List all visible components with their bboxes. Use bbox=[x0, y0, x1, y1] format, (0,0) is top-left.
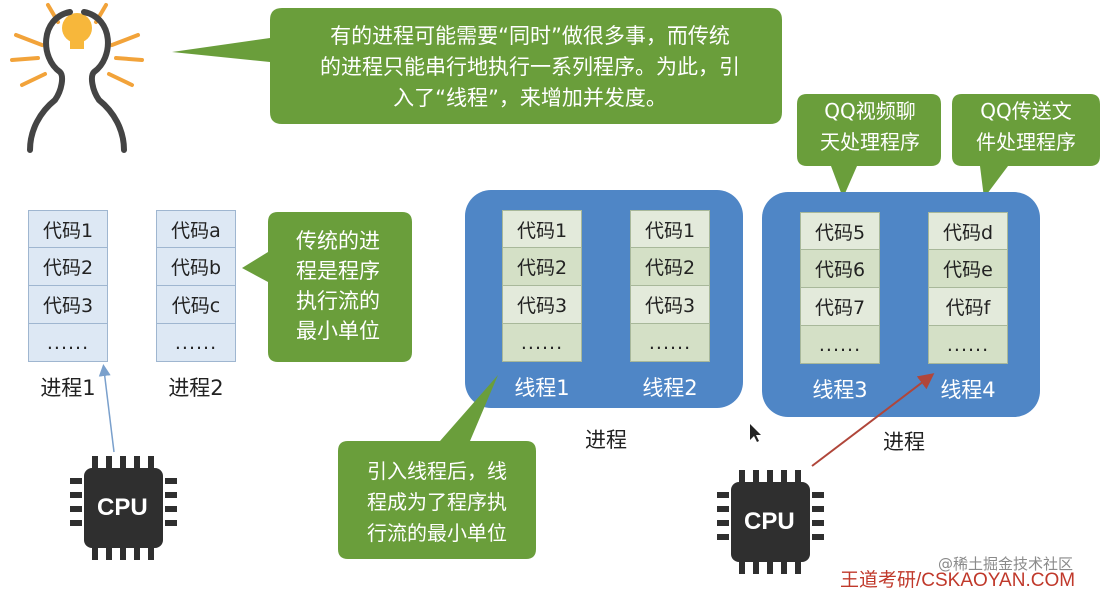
thread1-column: 代码1 代码2 代码3 ...... bbox=[502, 210, 582, 362]
thread1-cell-4: ...... bbox=[502, 324, 582, 362]
qq-file-bubble bbox=[952, 94, 1100, 198]
process2-cell-4: ...... bbox=[156, 324, 236, 362]
process-b-label: 进程 bbox=[883, 430, 925, 454]
process2-column: 代码a 代码b 代码c ...... bbox=[156, 210, 236, 362]
thread1-label: 线程1 bbox=[514, 376, 570, 400]
thread3-column: 代码5 代码6 代码7 ...... bbox=[800, 212, 880, 364]
process1-cell-1: 代码1 bbox=[28, 210, 108, 248]
cpu1-to-process1-arrow bbox=[98, 364, 115, 453]
qq-file-line-1: QQ传送文 bbox=[980, 99, 1072, 123]
thread4-cell-2: 代码e bbox=[928, 250, 1008, 288]
thread2-cell-2: 代码2 bbox=[630, 248, 710, 286]
process2-label: 进程2 bbox=[168, 376, 224, 400]
thread4-cell-3: 代码f bbox=[928, 288, 1008, 326]
thread-bubble-line-1: 引入线程后，线 bbox=[367, 459, 507, 483]
process2-cell-2: 代码b bbox=[156, 248, 236, 286]
cpu-label-1: CPU bbox=[97, 494, 148, 521]
thread3-cell-4: ...... bbox=[800, 326, 880, 364]
thread3-label: 线程3 bbox=[812, 378, 868, 402]
watermark: @稀土掘金技术社区 bbox=[938, 555, 1074, 573]
traditional-line-2: 程是程序 bbox=[296, 259, 380, 283]
thread2-label: 线程2 bbox=[642, 376, 698, 400]
thread-bubble-text: 引入线程后，线 程成为了程序执 行流的最小单位 bbox=[342, 456, 532, 549]
top-speech-bubble bbox=[172, 8, 782, 124]
thread3-cell-2: 代码6 bbox=[800, 250, 880, 288]
process2-cell-3: 代码c bbox=[156, 286, 236, 324]
traditional-line-1: 传统的进 bbox=[296, 229, 380, 253]
thread-bubble bbox=[338, 375, 536, 559]
thread3-cell-3: 代码7 bbox=[800, 288, 880, 326]
traditional-bubble-text: 传统的进 程是程序 执行流的 最小单位 bbox=[274, 226, 402, 346]
cpu2-to-thread4-arrow bbox=[811, 373, 935, 467]
qq-file-line-2: 件处理程序 bbox=[976, 130, 1076, 154]
cpu-chip-icon bbox=[70, 456, 177, 560]
process1-column: 代码1 代码2 代码3 ...... bbox=[28, 210, 108, 362]
traditional-line-3: 执行流的 bbox=[296, 289, 380, 313]
qq-video-line-2: 天处理程序 bbox=[820, 130, 920, 154]
mouse-cursor-icon bbox=[750, 424, 761, 442]
process1-cell-3: 代码3 bbox=[28, 286, 108, 324]
top-bubble-line-3: 入了“线程”，来增加并发度。 bbox=[393, 86, 667, 110]
thread1-cell-3: 代码3 bbox=[502, 286, 582, 324]
process2-cell-1: 代码a bbox=[156, 210, 236, 248]
thread4-cell-4: ...... bbox=[928, 326, 1008, 364]
qq-file-text: QQ传送文 件处理程序 bbox=[952, 96, 1100, 158]
top-bubble-line-2: 的进程只能串行地执行一系列程序。为此，引 bbox=[320, 55, 740, 79]
qq-video-text: QQ视频聊 天处理程序 bbox=[797, 96, 943, 158]
thread-bubble-line-2: 程成为了程序执 bbox=[367, 490, 507, 514]
thread1-cell-1: 代码1 bbox=[502, 210, 582, 248]
thread2-column: 代码1 代码2 代码3 ...... bbox=[630, 210, 710, 362]
qq-video-bubble bbox=[797, 94, 941, 198]
thread4-column: 代码d 代码e 代码f ...... bbox=[928, 212, 1008, 364]
arrows-layer bbox=[98, 364, 935, 467]
thread1-cell-2: 代码2 bbox=[502, 248, 582, 286]
thinking-person-icon bbox=[10, 3, 144, 153]
top-bubble-text: 有的进程可能需要“同时”做很多事，而传统 的进程只能串行地执行一系列程序。为此，… bbox=[270, 21, 790, 114]
qq-video-line-1: QQ视频聊 bbox=[824, 99, 916, 123]
thread2-cell-4: ...... bbox=[630, 324, 710, 362]
thread4-cell-1: 代码d bbox=[928, 212, 1008, 250]
traditional-line-4: 最小单位 bbox=[296, 319, 380, 343]
thread2-cell-3: 代码3 bbox=[630, 286, 710, 324]
process1-cell-2: 代码2 bbox=[28, 248, 108, 286]
cpu-label-2: CPU bbox=[744, 508, 795, 535]
thread-bubble-line-3: 行流的最小单位 bbox=[367, 521, 507, 545]
thread2-cell-1: 代码1 bbox=[630, 210, 710, 248]
thread3-cell-1: 代码5 bbox=[800, 212, 880, 250]
process1-cell-4: ...... bbox=[28, 324, 108, 362]
process1-label: 进程1 bbox=[40, 376, 96, 400]
process-a-label: 进程 bbox=[585, 428, 627, 452]
traditional-bubble bbox=[242, 212, 412, 362]
top-bubble-line-1: 有的进程可能需要“同时”做很多事，而传统 bbox=[330, 24, 730, 48]
thread4-label: 线程4 bbox=[940, 378, 996, 402]
cpu-chip-icon-2 bbox=[717, 470, 824, 574]
